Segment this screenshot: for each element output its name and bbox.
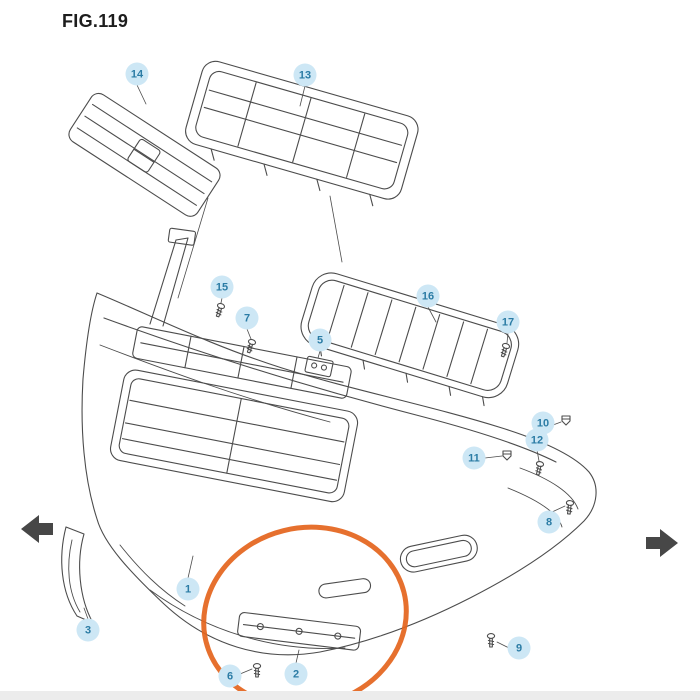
prev-image-button[interactable] xyxy=(17,512,55,546)
line-art xyxy=(61,60,597,678)
highlight-ellipse xyxy=(201,524,409,700)
arrow-left-icon xyxy=(21,515,53,543)
arrow-right-icon xyxy=(646,529,678,557)
image-letterbox-band xyxy=(0,691,700,700)
next-image-button[interactable] xyxy=(644,526,682,560)
figure-title: FIG.119 xyxy=(62,11,129,31)
